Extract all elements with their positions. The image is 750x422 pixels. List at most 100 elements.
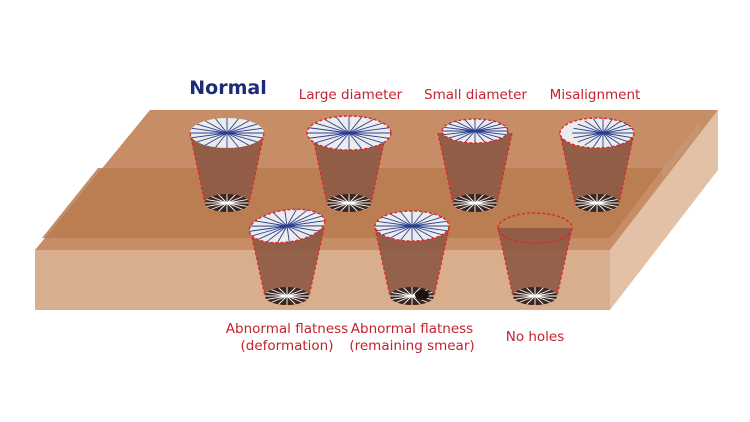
hole-bottom-spoke [526,295,536,305]
hole-bottom-spoke [396,289,413,297]
pad-outline [248,208,326,244]
pad-spoke [400,211,413,227]
hole-bottom-spoke [286,292,308,297]
pad-spoke [286,220,325,227]
pad-spoke [390,213,413,227]
hole-bottom-spoke [454,202,476,207]
pad-spoke [381,216,413,227]
pad-spoke [226,120,249,134]
pad-spoke [308,132,350,139]
pad-spoke [602,120,622,134]
hole-bottom-spoke [211,196,228,204]
hole-bottom-spoke [519,295,536,303]
hole-bottom-spoke [534,295,556,300]
hole-bottom-spoke [391,292,413,297]
hole-top-pad [559,117,635,149]
pad-spoke [411,216,443,227]
hole-top-pad [190,118,264,148]
hole-bottom-spoke [596,202,606,212]
pad-spoke [348,132,374,148]
hole-wall-outline-right [556,227,573,297]
pad-spoke [381,225,413,236]
label-abnormal-flatness-deformation: Abnormal flatness (deformation) [222,321,352,355]
pad-spoke [602,123,629,134]
hole-bottom-spoke [226,202,236,212]
pad-spoke [455,130,476,142]
pad-spoke [602,132,633,139]
hole-bottom-spoke [211,202,228,210]
pad-spoke [411,213,434,227]
hole-bottom-spoke [534,295,551,303]
pad-spoke [251,225,288,237]
pad-spoke [335,116,350,134]
hole-bottom-spoke [348,202,358,212]
label-misalignment: Misalignment [549,87,641,103]
inner-layer-side [663,122,700,178]
label-abnormal-flatness-deformation-line1: Abnormal flatness [225,321,349,337]
pad-spoke [286,212,317,227]
pad-spoke [191,127,228,134]
hole-bottom-spoke [271,295,288,303]
hole-bottom-spoke [596,194,606,204]
pad-spoke [286,225,319,232]
pad-spoke [196,132,228,143]
pad-spoke [573,127,604,134]
hole-bottom-spoke [474,202,484,212]
pad-spoke [577,132,604,143]
hole-bottom-spoke [514,295,536,300]
hole-bottom-spoke [266,292,288,297]
hole-wall [250,228,324,305]
pad-spoke [255,220,288,227]
pad-spoke [474,130,486,143]
pad-spoke [286,209,308,227]
pad-spoke [455,120,476,132]
hole-wall [190,133,264,212]
hole-bottom-spoke [474,196,491,204]
label-abnormal-flatness-deformation-line2: (deformation) [240,338,334,354]
pad-spoke [277,225,288,243]
pad-spoke [286,209,297,227]
pad-spoke [286,225,290,242]
hole-bottom-spoke [403,295,413,305]
hole-wall [560,133,634,212]
pad-spoke [226,123,258,134]
pad-spoke [376,220,413,227]
hole-wall-outline-right [618,132,635,204]
hole-top-outline [497,212,573,244]
hole-top-pad [441,118,509,144]
hole-wall-outline-left [189,132,206,204]
hole-bottom-spoke [474,199,496,204]
via-hole-misalignment [559,117,635,212]
hole-wall-outline-right [496,132,513,204]
pad-spoke [324,132,350,148]
hole-wall-outline-right [370,132,387,204]
hole-bottom-spoke [333,202,350,210]
hole-bottom-spoke [226,199,248,204]
label-large-diameter: Large diameter [298,87,403,103]
hole-bottom-spoke [226,202,243,210]
pad-spoke [474,126,507,132]
hole-bottom-spoke [411,295,421,305]
board-right-face [610,110,718,310]
pad-spoke [191,132,228,139]
hole-bottom-spoke [286,295,303,303]
hole-bottom-spoke [596,196,613,204]
pad-outline [441,118,509,144]
pad-spoke [286,225,324,227]
hole-bottom-spoke [226,196,243,204]
hole-bottom-spoke [226,194,236,204]
pad-spoke [411,220,448,227]
hole-bottom-spoke [459,202,476,210]
hole-bottom-spoke [526,287,536,297]
pad-spoke [226,132,249,146]
hole-wall [438,133,512,212]
hole-bottom-spoke [391,295,413,300]
pad-spoke [474,123,502,132]
hole-bottom-spoke [226,202,248,207]
hole-bottom-spoke [596,202,618,207]
hole-bottom-spoke [474,202,491,210]
pad-spoke [411,225,424,241]
hole-bottom-spoke [286,295,308,300]
pad-spoke [226,132,263,139]
